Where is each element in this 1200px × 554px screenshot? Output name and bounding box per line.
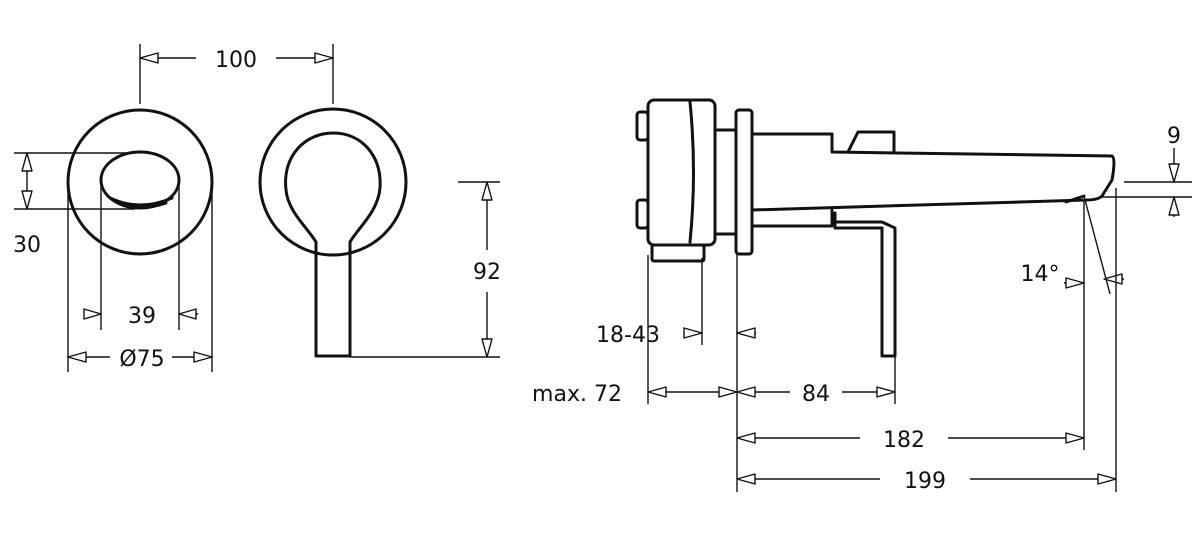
cover-plate-circle: [66, 108, 214, 256]
lever-outline: [284, 131, 382, 358]
cover-plate-top-view: [66, 108, 214, 256]
label-39: 39: [128, 304, 156, 329]
label-max-72: max. 72: [532, 382, 622, 407]
label-18-43: 18-43: [596, 323, 660, 348]
label-14-degrees: 14°: [1021, 262, 1060, 287]
lever-top: [846, 130, 896, 154]
mixer-body-inner: [688, 100, 695, 244]
knob-lip-inner: [116, 201, 168, 209]
label-92: 92: [473, 260, 501, 285]
body-knob-bottom: [635, 198, 650, 230]
knob-lip: [108, 196, 174, 207]
spout-outlet: [1064, 194, 1086, 204]
label-diameter-75: Ø75: [119, 347, 164, 372]
front-plate-circle: [258, 107, 408, 257]
wall-plate: [734, 108, 754, 256]
body-base: [650, 243, 706, 263]
lever-base: [750, 208, 834, 228]
spout-outline: [750, 132, 1116, 212]
cover-plate-front-view: [258, 107, 408, 358]
label-84: 84: [802, 382, 830, 407]
dimension-lines: [14, 44, 1192, 492]
label-100: 100: [215, 48, 257, 73]
thread: [713, 128, 738, 236]
label-182: 182: [883, 428, 925, 453]
body-knob-top: [635, 110, 650, 142]
faucet-side-view: [635, 98, 1116, 358]
label-199: 199: [904, 469, 946, 494]
lever-handle: [833, 211, 897, 358]
label-9: 9: [1167, 124, 1181, 149]
mixer-body: [646, 98, 717, 247]
dimension-labels: 100 30 39 Ø75 92 9 14° 18-43 max. 72 84 …: [13, 48, 1181, 494]
label-30: 30: [13, 233, 41, 258]
